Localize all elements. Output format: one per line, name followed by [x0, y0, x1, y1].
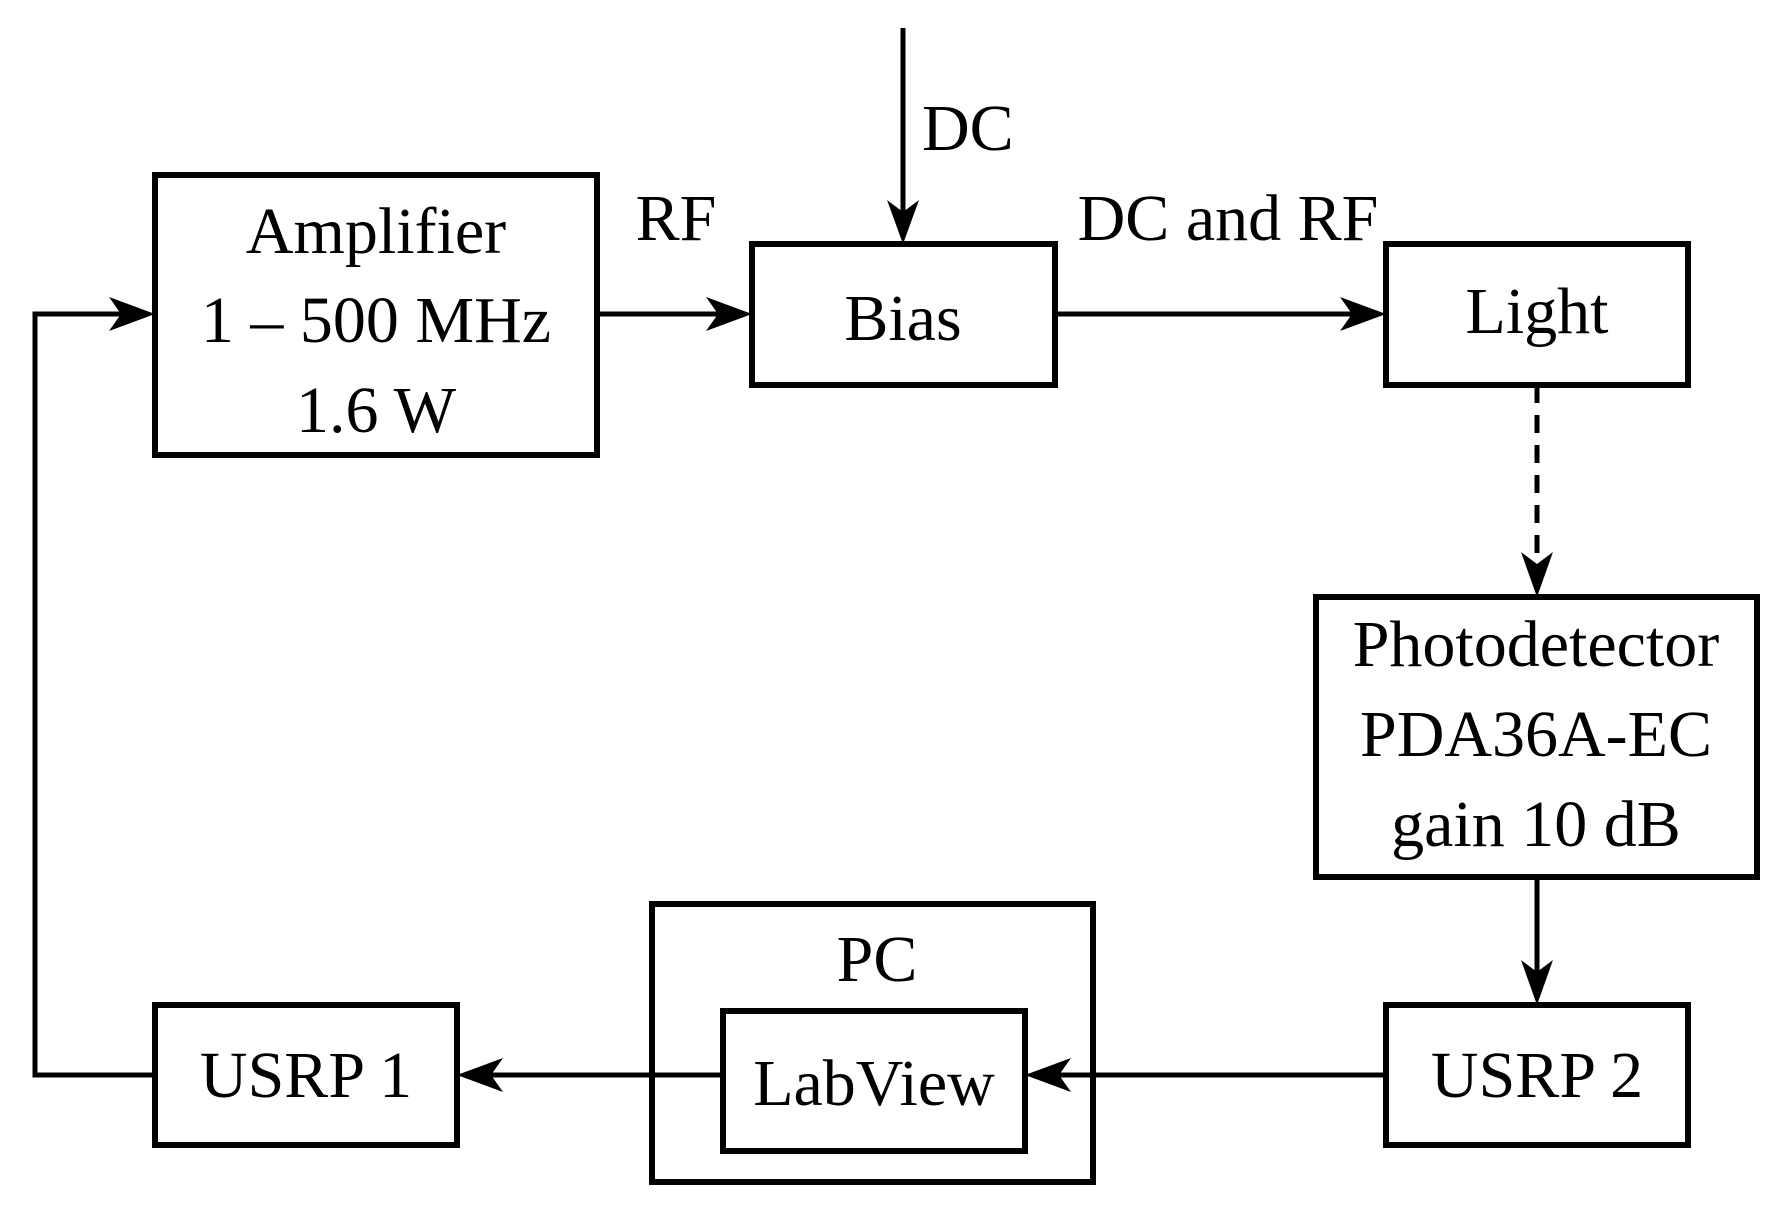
usrp1-label: USRP 1 — [200, 1039, 412, 1112]
usrp2-label: USRP 2 — [1431, 1039, 1643, 1112]
usrp1-to-amplifier-line — [32, 311, 155, 1078]
amplifier-power: 1.6 W — [296, 374, 457, 447]
usrp2-box — [1383, 1002, 1691, 1148]
light-block: Light — [1383, 241, 1691, 388]
optical-link-arrow — [1521, 385, 1553, 597]
light-label: Light — [1466, 275, 1609, 348]
usrp1-block: USRP 1 — [152, 1002, 460, 1148]
amplifier-title: Amplifier — [246, 195, 506, 268]
pc-label: PC — [837, 923, 918, 996]
amplifier-box — [152, 172, 600, 458]
amplifier-block: Amplifier 1 – 500 MHz 1.6 W — [152, 172, 600, 458]
usrp1-to-amplifier-arrowhead — [109, 297, 155, 331]
dc-rf-arrowhead — [1340, 297, 1386, 331]
usrp1-to-amplifier-arrow — [32, 297, 155, 1078]
dc-input-arrow — [887, 28, 919, 244]
rf-arrowhead — [706, 297, 752, 331]
photodetector-title: Photodetector — [1353, 608, 1720, 681]
labview-label: LabView — [753, 1047, 995, 1120]
photodetector-model: PDA36A-EC — [1360, 698, 1712, 771]
dc-input-arrowhead — [887, 200, 919, 244]
bias-box — [749, 241, 1058, 388]
bias-block: Bias — [749, 241, 1058, 388]
labview-to-usrp1-arrow — [457, 1058, 723, 1092]
dc-rf-arrow — [1055, 297, 1386, 331]
labview-box — [720, 1008, 1028, 1154]
usrp2-block: USRP 2 — [1383, 1002, 1691, 1148]
photodetector-box — [1313, 594, 1760, 880]
rf-arrow — [597, 297, 752, 331]
dc-rf-signal-label: DC and RF — [1078, 182, 1379, 255]
bias-label: Bias — [844, 282, 961, 355]
usrp2-to-labview-arrow — [1025, 1058, 1386, 1092]
pd-to-usrp2-arrowhead — [1521, 960, 1553, 1005]
photodetector-block: Photodetector PDA36A-EC gain 10 dB — [1313, 594, 1760, 880]
pc-block: PC LabView — [649, 901, 1096, 1185]
amplifier-frequency: 1 – 500 MHz — [201, 284, 551, 357]
pd-to-usrp2-arrow — [1521, 877, 1553, 1005]
dc-signal-label: DC — [922, 92, 1014, 165]
rf-signal-label: RF — [636, 182, 717, 255]
photodetector-gain: gain 10 dB — [1391, 788, 1681, 861]
optical-link-arrowhead — [1521, 552, 1553, 597]
usrp2-to-labview-arrowhead — [1025, 1058, 1071, 1092]
labview-to-usrp1-arrowhead — [457, 1058, 503, 1092]
